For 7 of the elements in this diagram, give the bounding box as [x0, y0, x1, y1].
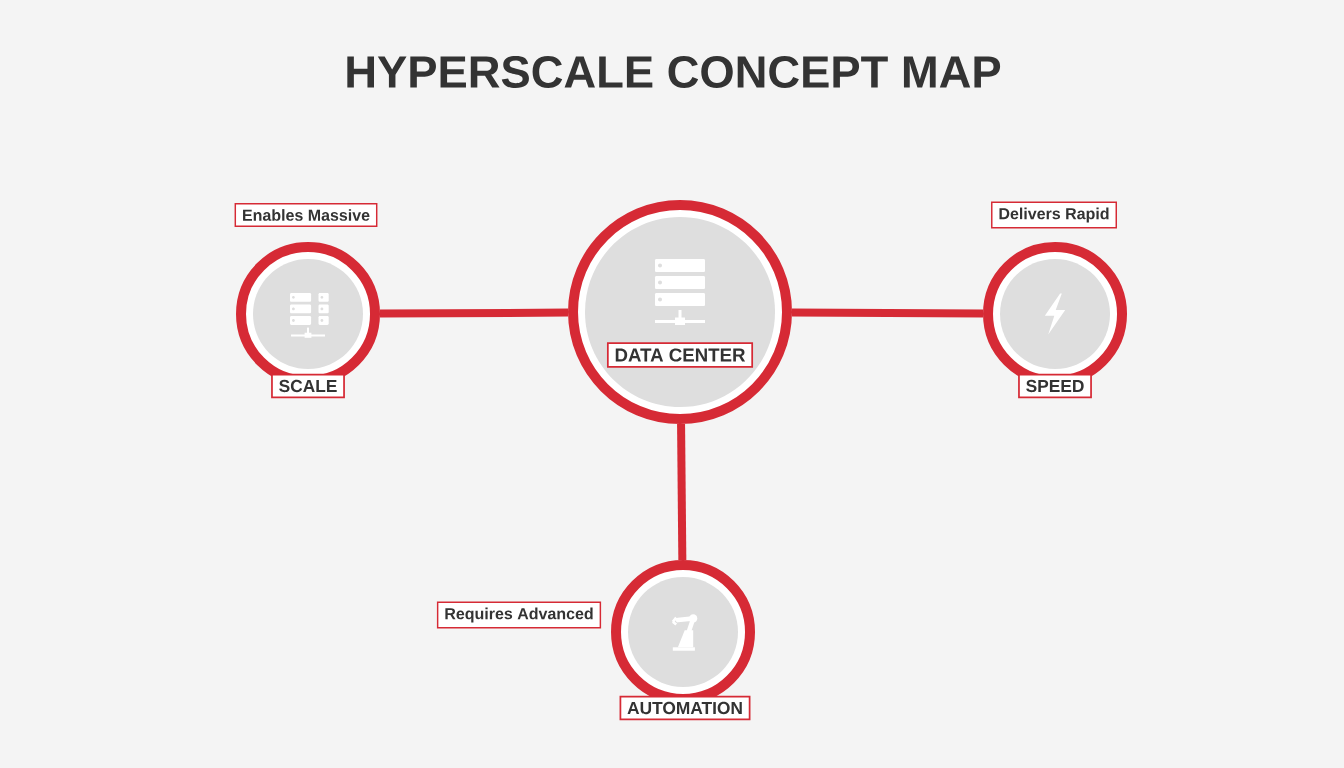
label-box: SCALE: [271, 373, 345, 399]
caption-box: Enables Massive: [234, 203, 378, 227]
caption-box: Delivers Rapid: [991, 201, 1117, 229]
label-box: DATA CENTER: [606, 342, 754, 368]
title: HYPERSCALE CONCEPT MAP: [347, 55, 1001, 89]
caption-box: Requires Advanced: [436, 601, 602, 629]
label-box: SPEED: [1018, 373, 1092, 399]
